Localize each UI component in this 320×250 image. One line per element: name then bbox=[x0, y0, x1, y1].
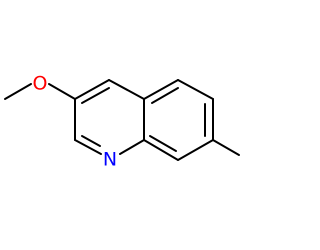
bond-c7-methyl bbox=[212, 139, 240, 156]
bond-c8a-n bbox=[119, 139, 145, 155]
bond-c5-c6 bbox=[177, 79, 214, 100]
bond-c3-c4-inner bbox=[81, 87, 110, 104]
structure-diagram: O N bbox=[4, 73, 240, 171]
bond-c4a-c5-inner bbox=[151, 87, 179, 104]
bond-oxygen-c3 bbox=[48, 83, 76, 100]
bond-n-c2 bbox=[74, 139, 102, 155]
bond-c4-c4a bbox=[108, 79, 145, 100]
molecule-canvas: O N bbox=[4, 73, 240, 171]
bond-n-c2-inner bbox=[81, 135, 101, 147]
bond-c3-c4 bbox=[74, 79, 110, 100]
bond-c8-c8a-inner bbox=[149, 135, 177, 152]
bond-methyl-oxygen bbox=[4, 83, 32, 100]
bond-c7-c8 bbox=[177, 139, 214, 161]
nitrogen-atom-label: N bbox=[103, 149, 117, 171]
bond-c4a-c5 bbox=[143, 79, 179, 100]
oxygen-atom-label: O bbox=[33, 73, 48, 95]
bond-c8-c8a bbox=[143, 139, 179, 161]
